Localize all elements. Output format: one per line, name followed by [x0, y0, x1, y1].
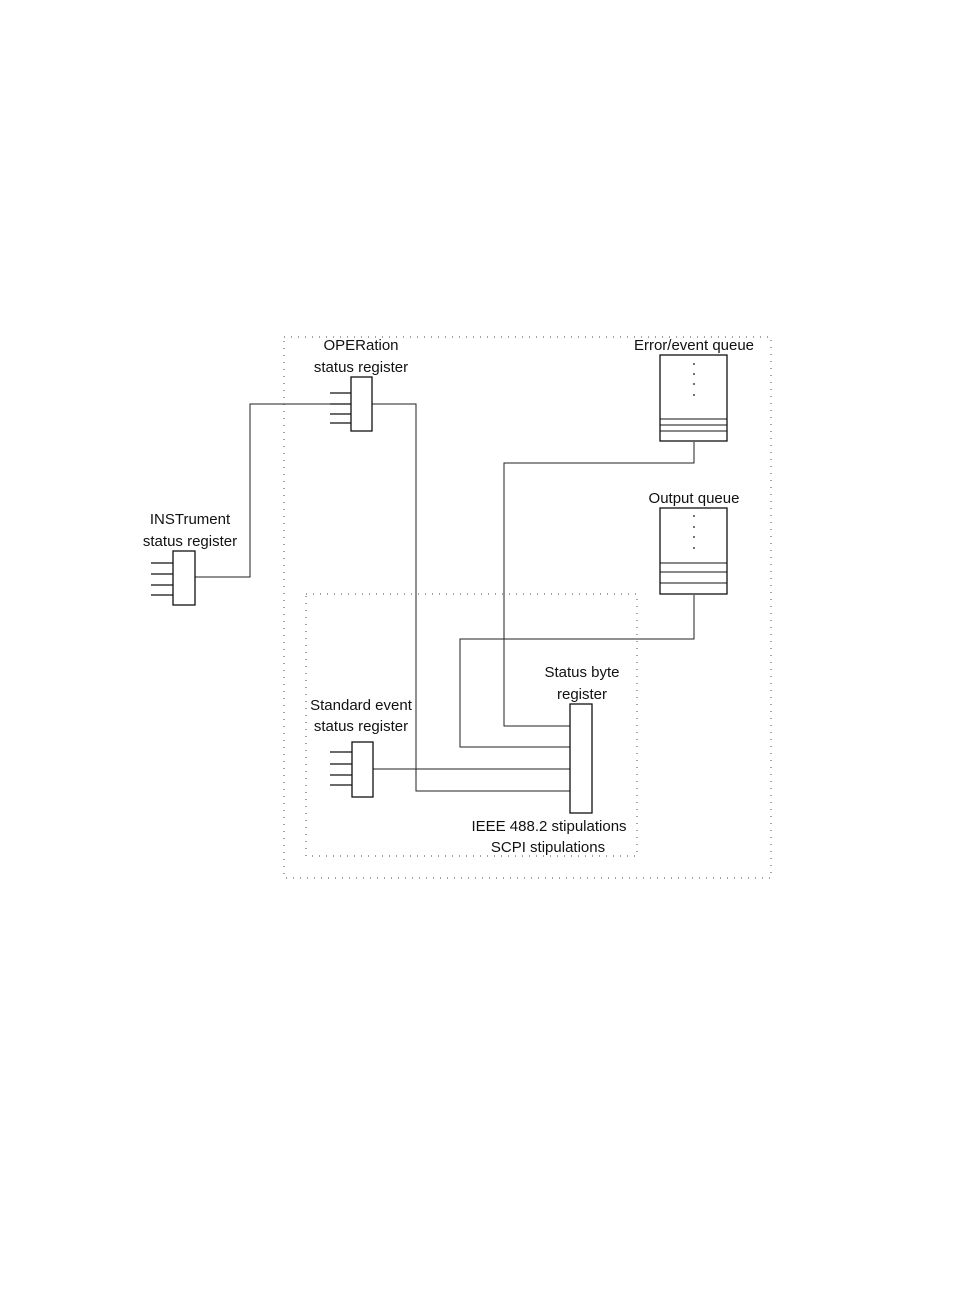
output-queue-label: Output queue [649, 490, 740, 507]
error-queue-label: Error/event queue [634, 337, 754, 354]
queue-dot [693, 536, 695, 538]
output-queue-box [660, 508, 727, 594]
ieee-stipulations-label: IEEE 488.2 stipulations [471, 818, 626, 835]
queue-dot [693, 363, 695, 365]
queue-dot [693, 526, 695, 528]
instrument-register-label-2: status register [143, 533, 237, 550]
standard-event-label-1: Standard event [310, 697, 413, 714]
status-byte-label-2: register [557, 686, 607, 703]
operation-register-label-2: status register [314, 359, 408, 376]
queue-dot [693, 373, 695, 375]
queue-dot [693, 515, 695, 517]
standard-event-status-register: Standard event status register [310, 697, 413, 797]
instrument-register-box [173, 551, 195, 605]
scpi-stipulations-label: SCPI stipulations [491, 839, 605, 856]
error-event-queue: Error/event queue [634, 337, 754, 441]
error-queue-box [660, 355, 727, 441]
instrument-status-register: INSTrument status register [143, 511, 237, 605]
instrument-register-label-1: INSTrument [150, 511, 231, 528]
output-queue: Output queue [649, 490, 740, 594]
standard-event-box [352, 742, 373, 797]
operation-register-label-1: OPERation [323, 337, 398, 354]
wire-instrument-to-operation [195, 404, 351, 577]
status-byte-box [570, 704, 592, 813]
operation-status-register: OPERation status register [314, 337, 408, 431]
queue-dot [693, 383, 695, 385]
standard-event-label-2: status register [314, 718, 408, 735]
operation-register-box [351, 377, 372, 431]
queue-dot [693, 547, 695, 549]
status-byte-label-1: Status byte [544, 664, 619, 681]
queue-dot [693, 394, 695, 396]
